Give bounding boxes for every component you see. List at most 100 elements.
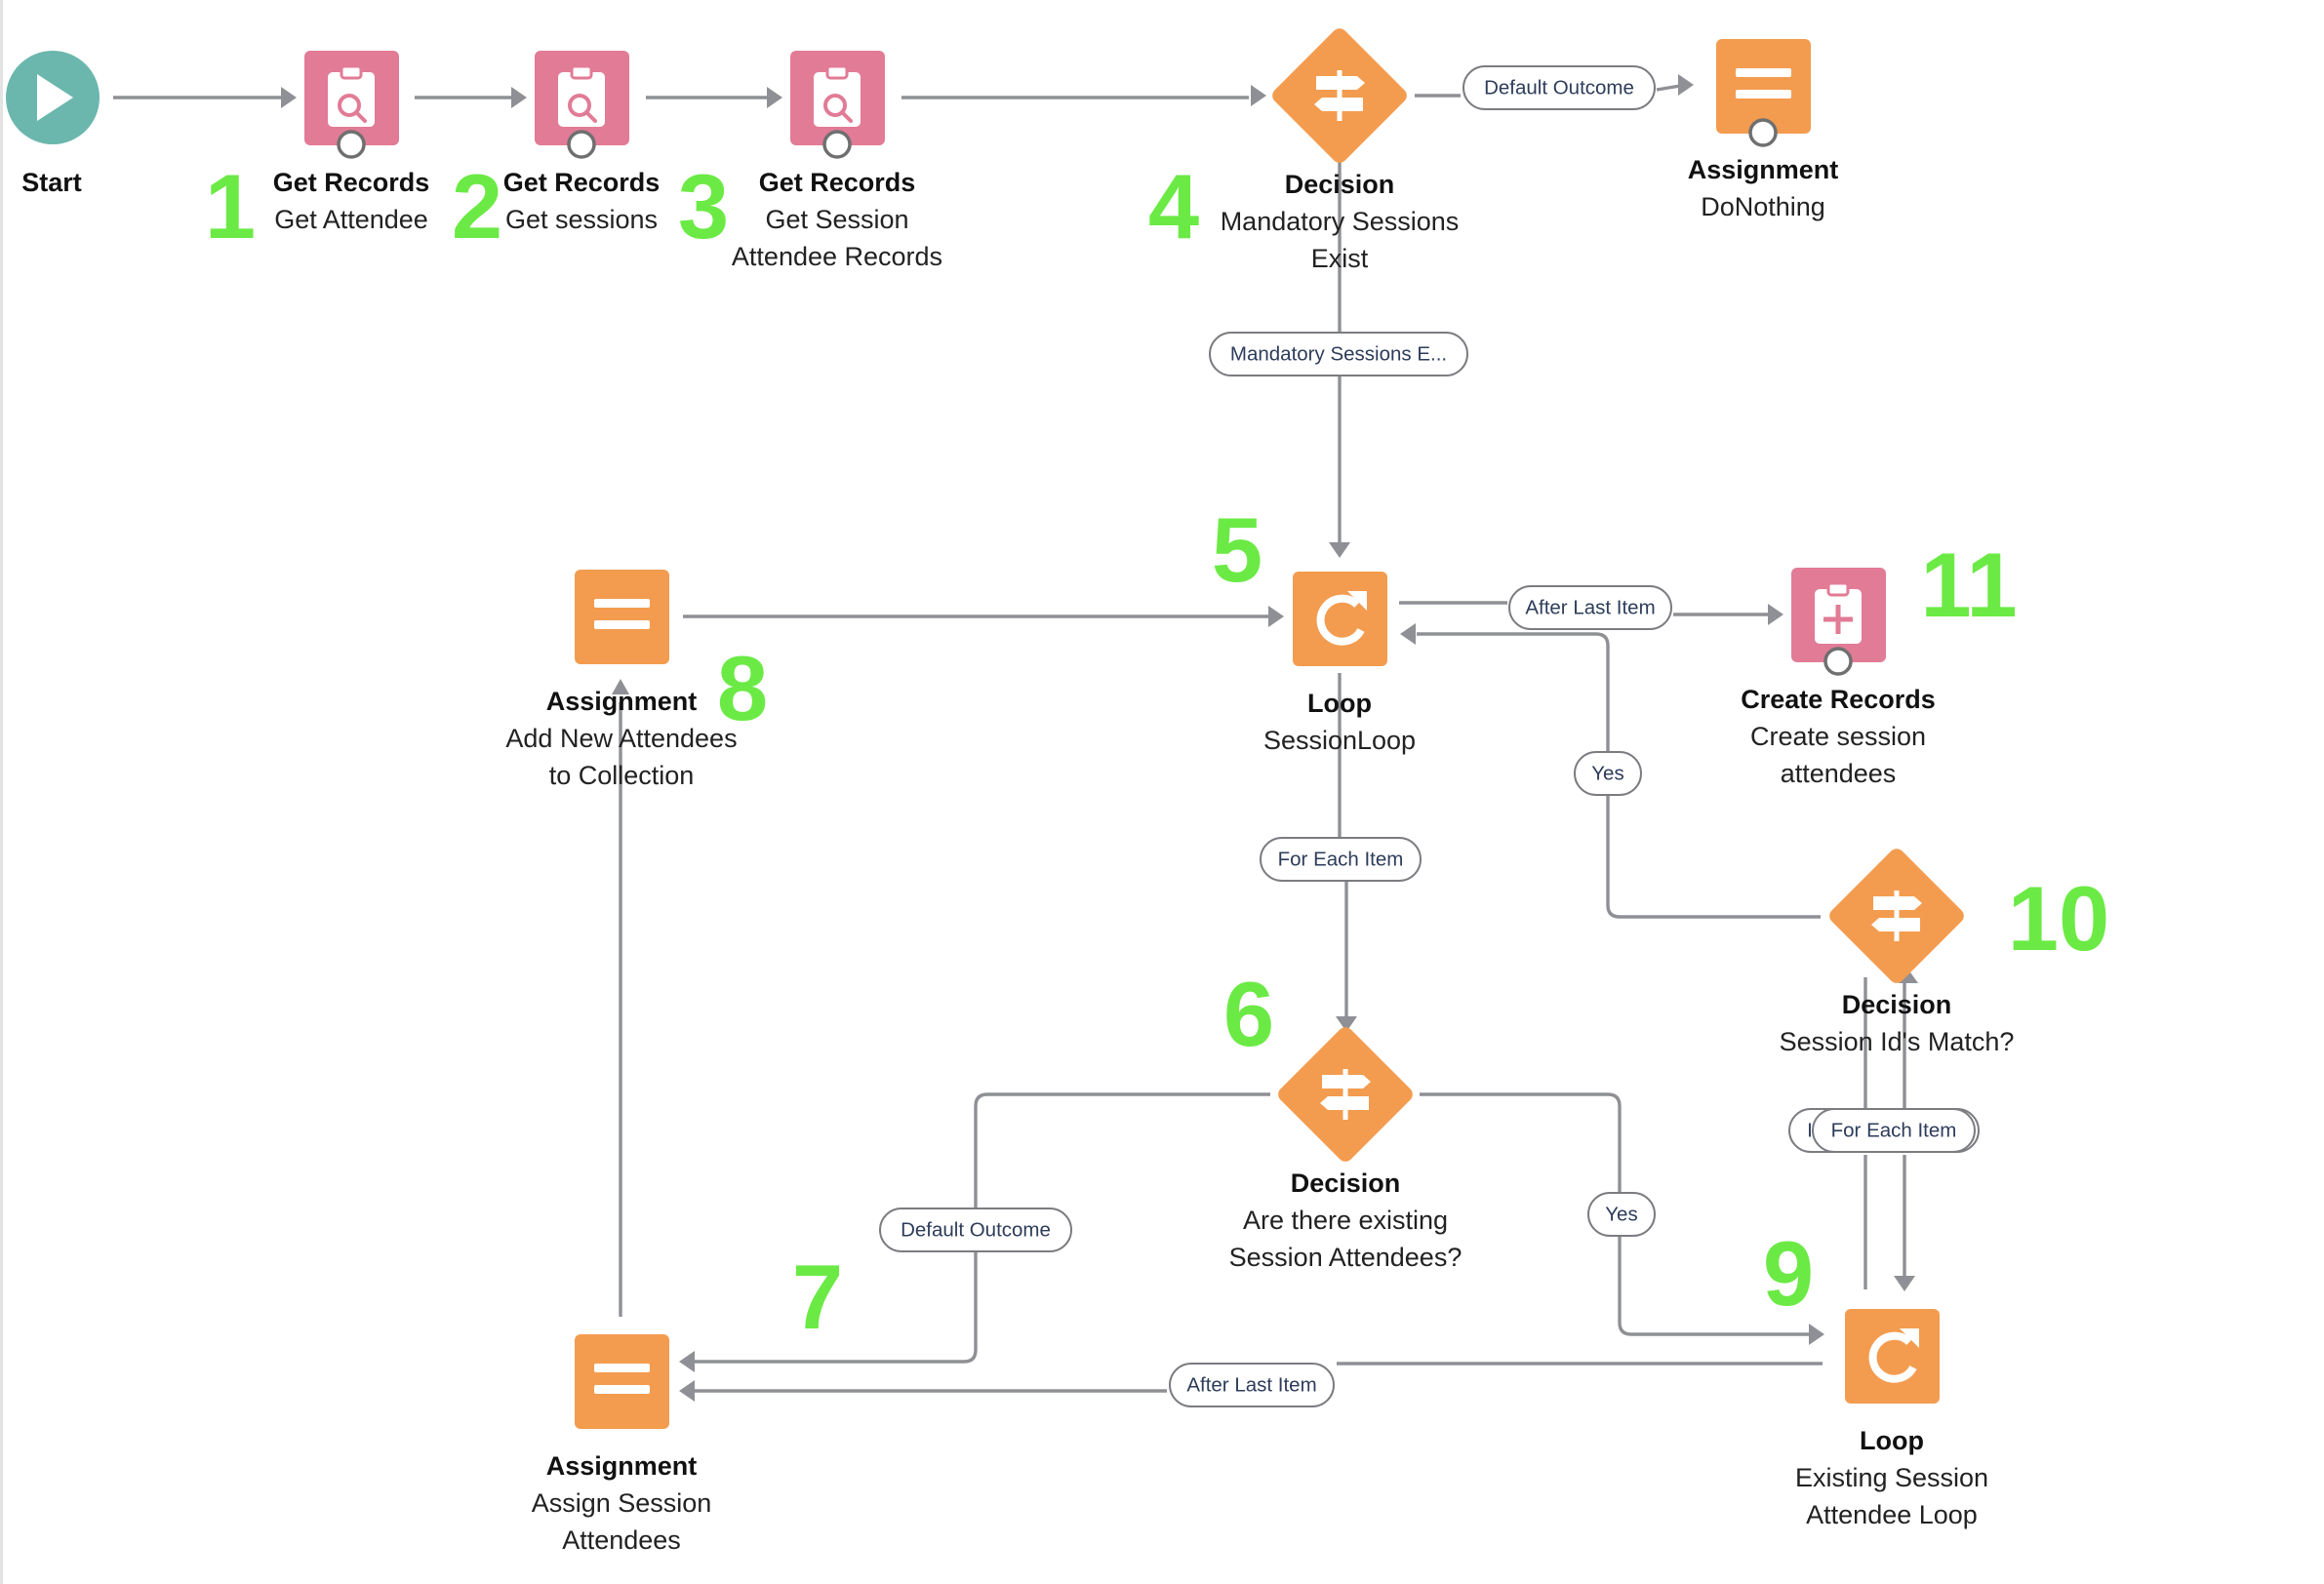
get-attendee-node[interactable]: Get Records Get Attendee: [273, 51, 430, 234]
clipboard-search-icon: [558, 64, 605, 127]
node-name-label-line2: Exist: [1311, 244, 1369, 273]
node-type-label: Loop: [1307, 689, 1372, 718]
node-type-label: Assignment: [546, 687, 698, 716]
label-after-last-item-top[interactable]: After Last Item: [1508, 585, 1672, 630]
node-connector-dot[interactable]: [1748, 118, 1778, 147]
start-label: Start: [21, 168, 82, 197]
svg-text:Default Outcome: Default Outcome: [901, 1219, 1051, 1242]
node-name-label-line1: Get Session: [765, 205, 908, 234]
connector-session-loop-after-last-to-create[interactable]: [1399, 601, 1768, 616]
svg-text:After Last Item: After Last Item: [1525, 597, 1655, 619]
loop-tile: [1845, 1309, 1940, 1404]
node-name-label-line2: to Collection: [549, 761, 695, 790]
start-node[interactable]: Start: [6, 51, 100, 197]
step-number-1: 1: [205, 155, 256, 257]
session-loop-node[interactable]: Loop SessionLoop: [1263, 572, 1416, 755]
node-type-label: Loop: [1860, 1426, 1924, 1455]
svg-text:After Last Item: After Last Item: [1186, 1374, 1316, 1397]
decision-match-node[interactable]: Decision Session Id's Match?: [1780, 846, 2015, 1056]
node-name-label-line2: Attendee Records: [732, 242, 942, 271]
node-name-label-line2: Attendee Loop: [1806, 1500, 1978, 1529]
label-yes-match[interactable]: Yes: [1574, 751, 1642, 796]
label-for-each-item-existing[interactable]: For Each Item: [1812, 1108, 1976, 1153]
step-number-9: 9: [1763, 1222, 1814, 1325]
node-name-label-line1: Mandatory Sessions: [1221, 207, 1460, 236]
get-sessions-node[interactable]: Get Records Get sessions: [503, 51, 661, 234]
step-number-7: 7: [792, 1246, 843, 1348]
step-number-10: 10: [2008, 867, 2110, 970]
label-yes-existing[interactable]: Yes: [1587, 1192, 1656, 1237]
play-icon: [37, 74, 73, 121]
assignment-tile: [575, 570, 669, 664]
node-name-label-line2: Session Attendees?: [1229, 1243, 1463, 1272]
decision-existing-node[interactable]: Decision Are there existing Session Atte…: [1229, 1024, 1463, 1272]
signpost-icon: [1314, 70, 1365, 121]
connectors: [113, 74, 1918, 1402]
label-after-last-item-bottom[interactable]: After Last Item: [1169, 1363, 1335, 1407]
node-connector-dot[interactable]: [822, 130, 852, 159]
assignment-donothing-node[interactable]: Assignment DoNothing: [1688, 39, 1839, 221]
decision-mandatory-node[interactable]: Decision Mandatory Sessions Exist: [1221, 25, 1460, 273]
step-number-11: 11: [1920, 534, 2017, 636]
step-number-4: 4: [1148, 155, 1199, 257]
node-type-label: Get Records: [273, 168, 430, 197]
node-type-label: Assignment: [546, 1451, 698, 1481]
assignment-assign-node[interactable]: Assignment Assign Session Attendees: [532, 1334, 712, 1555]
assignment-add-new-node[interactable]: Assignment Add New Attendees to Collecti…: [505, 570, 738, 790]
step-number-8: 8: [717, 637, 768, 739]
svg-text:Yes: Yes: [1591, 763, 1623, 785]
label-default-outcome-bottom[interactable]: Default Outcome: [879, 1208, 1072, 1252]
signpost-icon: [1320, 1069, 1371, 1120]
get-session-attendee-records-node[interactable]: Get Records Get Session Attendee Records: [732, 51, 942, 271]
svg-text:For Each Item: For Each Item: [1831, 1120, 1957, 1142]
clipboard-search-icon: [328, 64, 375, 127]
arrowhead: [1400, 623, 1416, 645]
create-records-node[interactable]: Create Records Create session attendees: [1741, 568, 1936, 788]
node-name-label: Get Attendee: [274, 205, 428, 234]
loop-icon: [1868, 1328, 1919, 1383]
label-default-outcome-top[interactable]: Default Outcome: [1463, 65, 1656, 110]
step-number-2: 2: [452, 155, 502, 257]
node-connector-dot[interactable]: [1823, 647, 1853, 676]
node-name-label: SessionLoop: [1263, 726, 1416, 755]
node-connector-dot[interactable]: [567, 130, 596, 159]
signpost-icon: [1871, 891, 1922, 941]
node-type-label: Decision: [1291, 1168, 1401, 1198]
svg-text:Default Outcome: Default Outcome: [1484, 77, 1634, 99]
arrowhead: [679, 1380, 695, 1402]
arrowhead: [1894, 1276, 1915, 1291]
node-name-label-line2: attendees: [1781, 759, 1897, 788]
connector-match-yes-to-session-loop[interactable]: [1417, 632, 1821, 919]
label-mandatory-sessions[interactable]: Mandatory Sessions E...: [1209, 332, 1468, 376]
arrowhead: [1899, 970, 1918, 983]
arrowhead: [612, 679, 629, 694]
svg-text:I: I: [1807, 1120, 1813, 1142]
arrowhead: [679, 1351, 695, 1372]
connector-loop-after-last-to-assign[interactable]: [695, 1362, 1823, 1393]
connector-existing-default-to-assign[interactable]: [695, 1092, 1270, 1364]
loop-icon: [1316, 591, 1367, 646]
equals-icon: [1736, 68, 1791, 99]
arrowhead: [1268, 606, 1284, 627]
equals-icon: [594, 599, 650, 629]
node-connector-dot[interactable]: [337, 130, 366, 159]
node-name-label-line1: Create session: [1750, 722, 1926, 751]
connector-decision-default-to-donothing[interactable]: [1415, 84, 1681, 98]
node-name-label-line2: Attendees: [562, 1525, 681, 1555]
assignment-tile: [1716, 39, 1811, 134]
existing-loop-node[interactable]: Loop Existing Session Attendee Loop: [1795, 1309, 1988, 1529]
equals-icon: [594, 1364, 650, 1394]
svg-text:Mandatory Sessions E...: Mandatory Sessions E...: [1230, 343, 1447, 366]
node-name-label: DoNothing: [1701, 192, 1825, 221]
connector-session-loop-for-each-to-existing[interactable]: [1338, 673, 1348, 1016]
step-number-5: 5: [1212, 498, 1262, 601]
arrowhead: [281, 87, 297, 108]
node-name-label-line1: Assign Session: [532, 1488, 712, 1518]
node-name-label: Get sessions: [505, 205, 658, 234]
loop-tile: [1293, 572, 1387, 666]
connector-existing-yes-to-loop[interactable]: [1420, 1092, 1809, 1336]
assignment-tile: [575, 1334, 669, 1429]
node-type-label: Decision: [1842, 990, 1952, 1019]
label-for-each-item-session[interactable]: For Each Item: [1260, 837, 1422, 882]
